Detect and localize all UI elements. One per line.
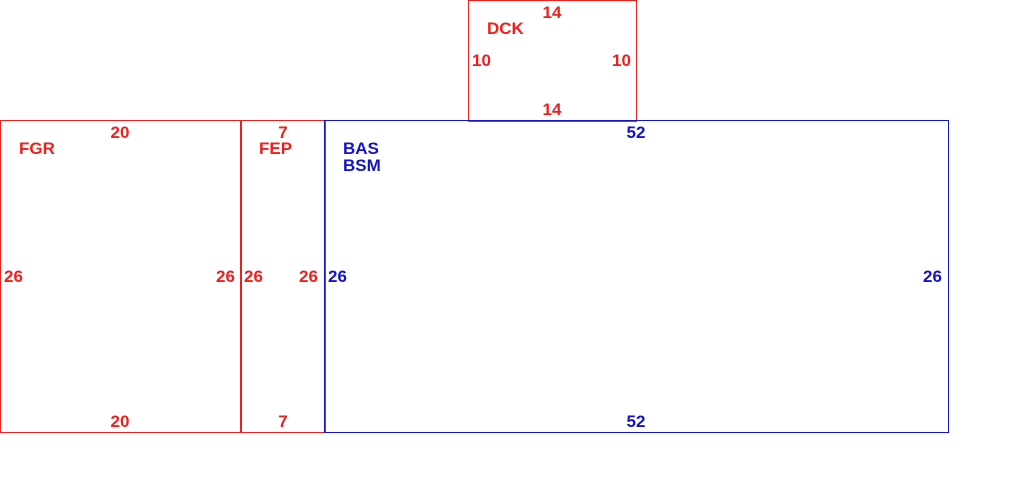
room-fep-top-dimension: 7 [278, 123, 288, 142]
room-bas-right-dimension: 26 [923, 267, 942, 286]
room-fep-bottom-dimension: 7 [278, 412, 288, 431]
room-fep [240, 120, 326, 433]
room-fep-right-dimension: 26 [299, 267, 318, 286]
room-bsm-name: BSM [343, 156, 381, 175]
room-fgr-name: FGR [19, 139, 55, 158]
room-fep-name: FEP [259, 139, 293, 158]
room-dck-name: DCK [487, 19, 524, 38]
room-dck-top-dimension: 14 [542, 3, 562, 22]
room-dck-bottom-dimension: 14 [542, 100, 562, 119]
room-dck [468, 0, 637, 122]
room-fgr-left-dimension: 26 [4, 267, 23, 286]
room-fgr-top-dimension: 20 [110, 123, 130, 142]
room-bas-top-dimension: 52 [626, 123, 646, 142]
room-bas-name: BAS [343, 139, 379, 158]
room-fgr-bottom-dimension: 20 [110, 412, 130, 431]
room-dck-left-dimension: 10 [472, 51, 491, 70]
room-fgr [0, 120, 242, 433]
room-dck-right-dimension: 10 [612, 51, 631, 70]
room-bas-left-dimension: 26 [328, 267, 347, 286]
room-bas-bottom-dimension: 52 [626, 412, 646, 431]
room-bas [324, 120, 949, 433]
room-fep-left-dimension: 26 [244, 267, 263, 286]
room-fgr-right-dimension: 26 [216, 267, 235, 286]
